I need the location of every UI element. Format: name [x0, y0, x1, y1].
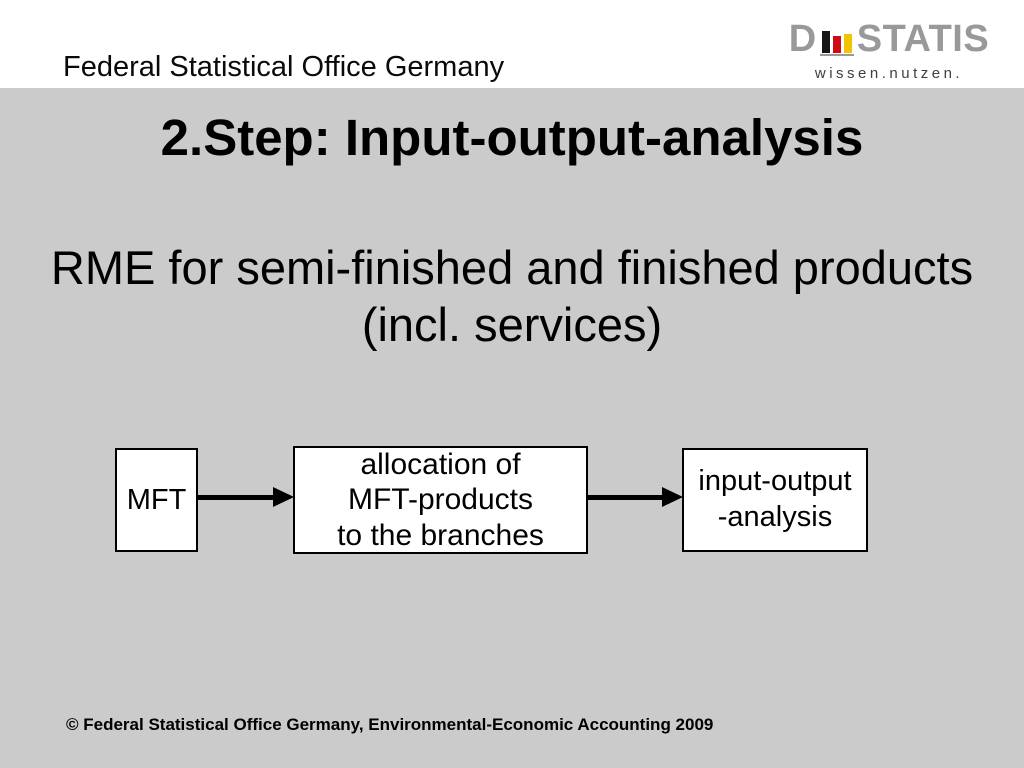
slide-title: 2.Step: Input-output-analysis: [160, 109, 864, 166]
arrow-mft-to-allocation-head: [273, 487, 294, 507]
bar-chart-icon: [819, 29, 854, 56]
arrow-allocation-to-io: [588, 495, 662, 500]
logo-word-statis: STATIS: [856, 18, 990, 60]
logo-bar-red: [832, 36, 841, 53]
logo-tagline: wissen.nutzen.: [814, 65, 964, 82]
logo-baseline: [819, 54, 854, 56]
flow-box-io-analysis: input-output -analysis: [682, 448, 868, 552]
logo-letter-d: D: [788, 18, 817, 60]
arrow-allocation-to-io-head: [662, 487, 683, 507]
header-band: Federal Statistical Office Germany D STA…: [0, 0, 1024, 88]
header-title: Federal Statistical Office Germany: [63, 51, 505, 83]
flow-box-mft: MFT: [115, 448, 198, 552]
flow-box-allocation: allocation of MFT-products to the branch…: [293, 446, 588, 554]
logo-bar-black: [821, 31, 830, 53]
arrow-mft-to-allocation: [198, 495, 274, 500]
destatis-logo: D STATIS wissen.nutzen.: [784, 20, 994, 82]
footer-copyright: © Federal Statistical Office Germany, En…: [66, 715, 714, 734]
destatis-logo-wordmark: D STATIS: [784, 20, 994, 58]
slide-subtitle: RME for semi-finished and finished produ…: [50, 241, 974, 352]
logo-bar-yellow: [843, 34, 852, 53]
